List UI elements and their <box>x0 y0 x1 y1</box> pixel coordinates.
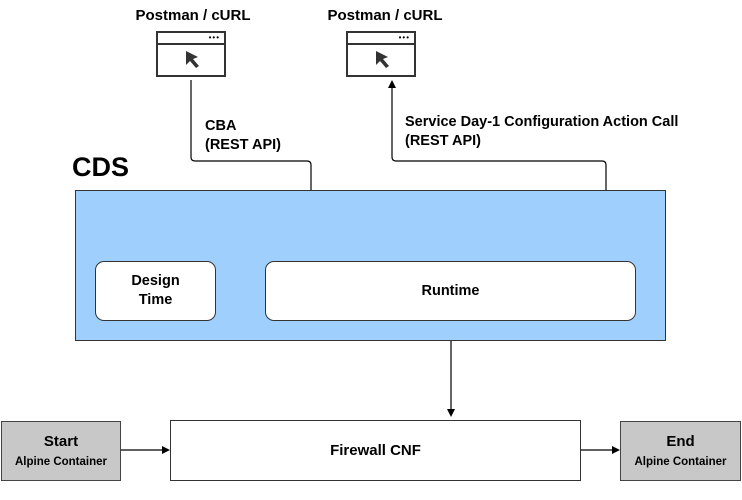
runtime-label: Runtime <box>421 282 480 299</box>
firewall-cnf-label: Firewall CNF <box>330 442 421 459</box>
left-browser-window-icon: ••• <box>156 31 226 77</box>
cba-protocol-label: (REST API) <box>205 137 281 153</box>
end-subtitle: Alpine Container <box>634 456 727 468</box>
design-time-box: Design Time <box>95 261 216 321</box>
right-browser-window-icon: ••• <box>346 31 416 77</box>
cba-label: CBA <box>205 118 237 134</box>
right-client-label: Postman / cURL <box>327 7 443 24</box>
service-call-annotation: Service Day-1 Configuration Action Call … <box>405 113 678 151</box>
left-client-label: Postman / cURL <box>135 7 251 24</box>
service-call-protocol-label: (REST API) <box>405 133 481 149</box>
runtime-box: Runtime <box>265 261 636 321</box>
design-time-label-line2: Time <box>138 292 173 308</box>
end-container-box: End Alpine Container <box>620 421 741 481</box>
end-label: End <box>666 433 695 450</box>
cds-title: CDS <box>72 152 130 182</box>
start-subtitle: Alpine Container <box>14 456 107 468</box>
cba-annotation: CBA (REST API) <box>205 117 281 155</box>
start-label: Start <box>43 433 79 450</box>
service-call-connector <box>388 80 610 262</box>
start-container-box: Start Alpine Container <box>1 421 121 481</box>
service-call-label: Service Day-1 Configuration Action Call <box>405 114 679 130</box>
cba-connector <box>190 80 315 258</box>
firewall-cnf-box: Firewall CNF <box>170 420 581 481</box>
design-time-label-line1: Design <box>131 273 180 289</box>
